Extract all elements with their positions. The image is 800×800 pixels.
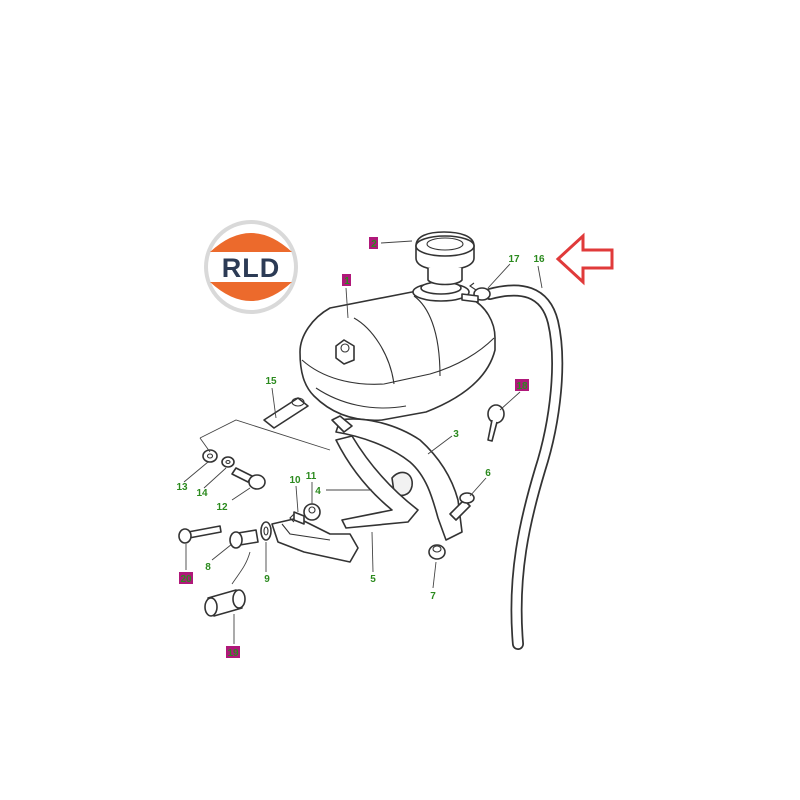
logo-text: RLD [222, 253, 281, 283]
callout-6: 6 [485, 468, 491, 479]
logo-orange-bottom [210, 282, 292, 301]
arrow-left-outline-icon [555, 232, 614, 286]
part-5-base-plate [271, 517, 359, 563]
highlight-1 [342, 274, 351, 286]
callout-14: 14 [196, 488, 208, 499]
callout-17: 17 [508, 254, 520, 265]
highlight-2 [369, 237, 378, 249]
part-9-washer [260, 521, 272, 541]
callout-11: 11 [306, 471, 317, 482]
highlight-19 [226, 646, 240, 658]
logo-orange-top [210, 233, 292, 252]
callout-20: 20 [180, 574, 192, 585]
part-19-spacer [204, 589, 246, 617]
part-12-screw [231, 467, 266, 490]
callout-labels: 2 1 17 16 18 15 3 4 5 6 7 8 9 10 11 12 1… [176, 239, 545, 659]
callout-2: 2 [371, 239, 377, 250]
highlight-20 [179, 572, 193, 584]
callout-3: 3 [453, 429, 459, 440]
callout-7: 7 [430, 591, 436, 602]
callout-19: 19 [227, 648, 239, 659]
part-2-filler-cap [415, 231, 475, 286]
part-1-expansion-tank [299, 281, 496, 422]
part-10-clip-nut [289, 511, 305, 525]
part-16-hose [484, 284, 564, 650]
callout-18: 18 [516, 381, 528, 392]
callout-1: 1 [344, 276, 350, 287]
part-8-bush [229, 529, 259, 549]
callout-highlights [179, 237, 529, 658]
part-3-bracket [331, 415, 463, 541]
part-7-nut [428, 544, 446, 560]
part-14-spring-washer [221, 456, 235, 468]
part-18-pipe-clip [487, 404, 505, 442]
part-15-strap [263, 397, 309, 429]
part-4-cradle [335, 435, 419, 529]
callout-8: 8 [205, 562, 211, 573]
callout-16: 16 [533, 254, 545, 265]
rld-logo: RLD [204, 220, 298, 314]
part-13-washer [202, 449, 218, 463]
highlight-18 [515, 379, 529, 391]
part-11-nut [303, 503, 321, 521]
callout-leaders [183, 240, 543, 644]
part-20-bolt [178, 525, 222, 544]
exploded-view-guides [199, 419, 331, 585]
callout-4: 4 [315, 486, 321, 497]
callout-13: 13 [176, 482, 188, 493]
callout-12: 12 [216, 502, 228, 513]
callout-5: 5 [370, 574, 376, 585]
callout-9: 9 [264, 574, 270, 585]
callout-15: 15 [265, 376, 277, 387]
callout-10: 10 [289, 475, 301, 486]
